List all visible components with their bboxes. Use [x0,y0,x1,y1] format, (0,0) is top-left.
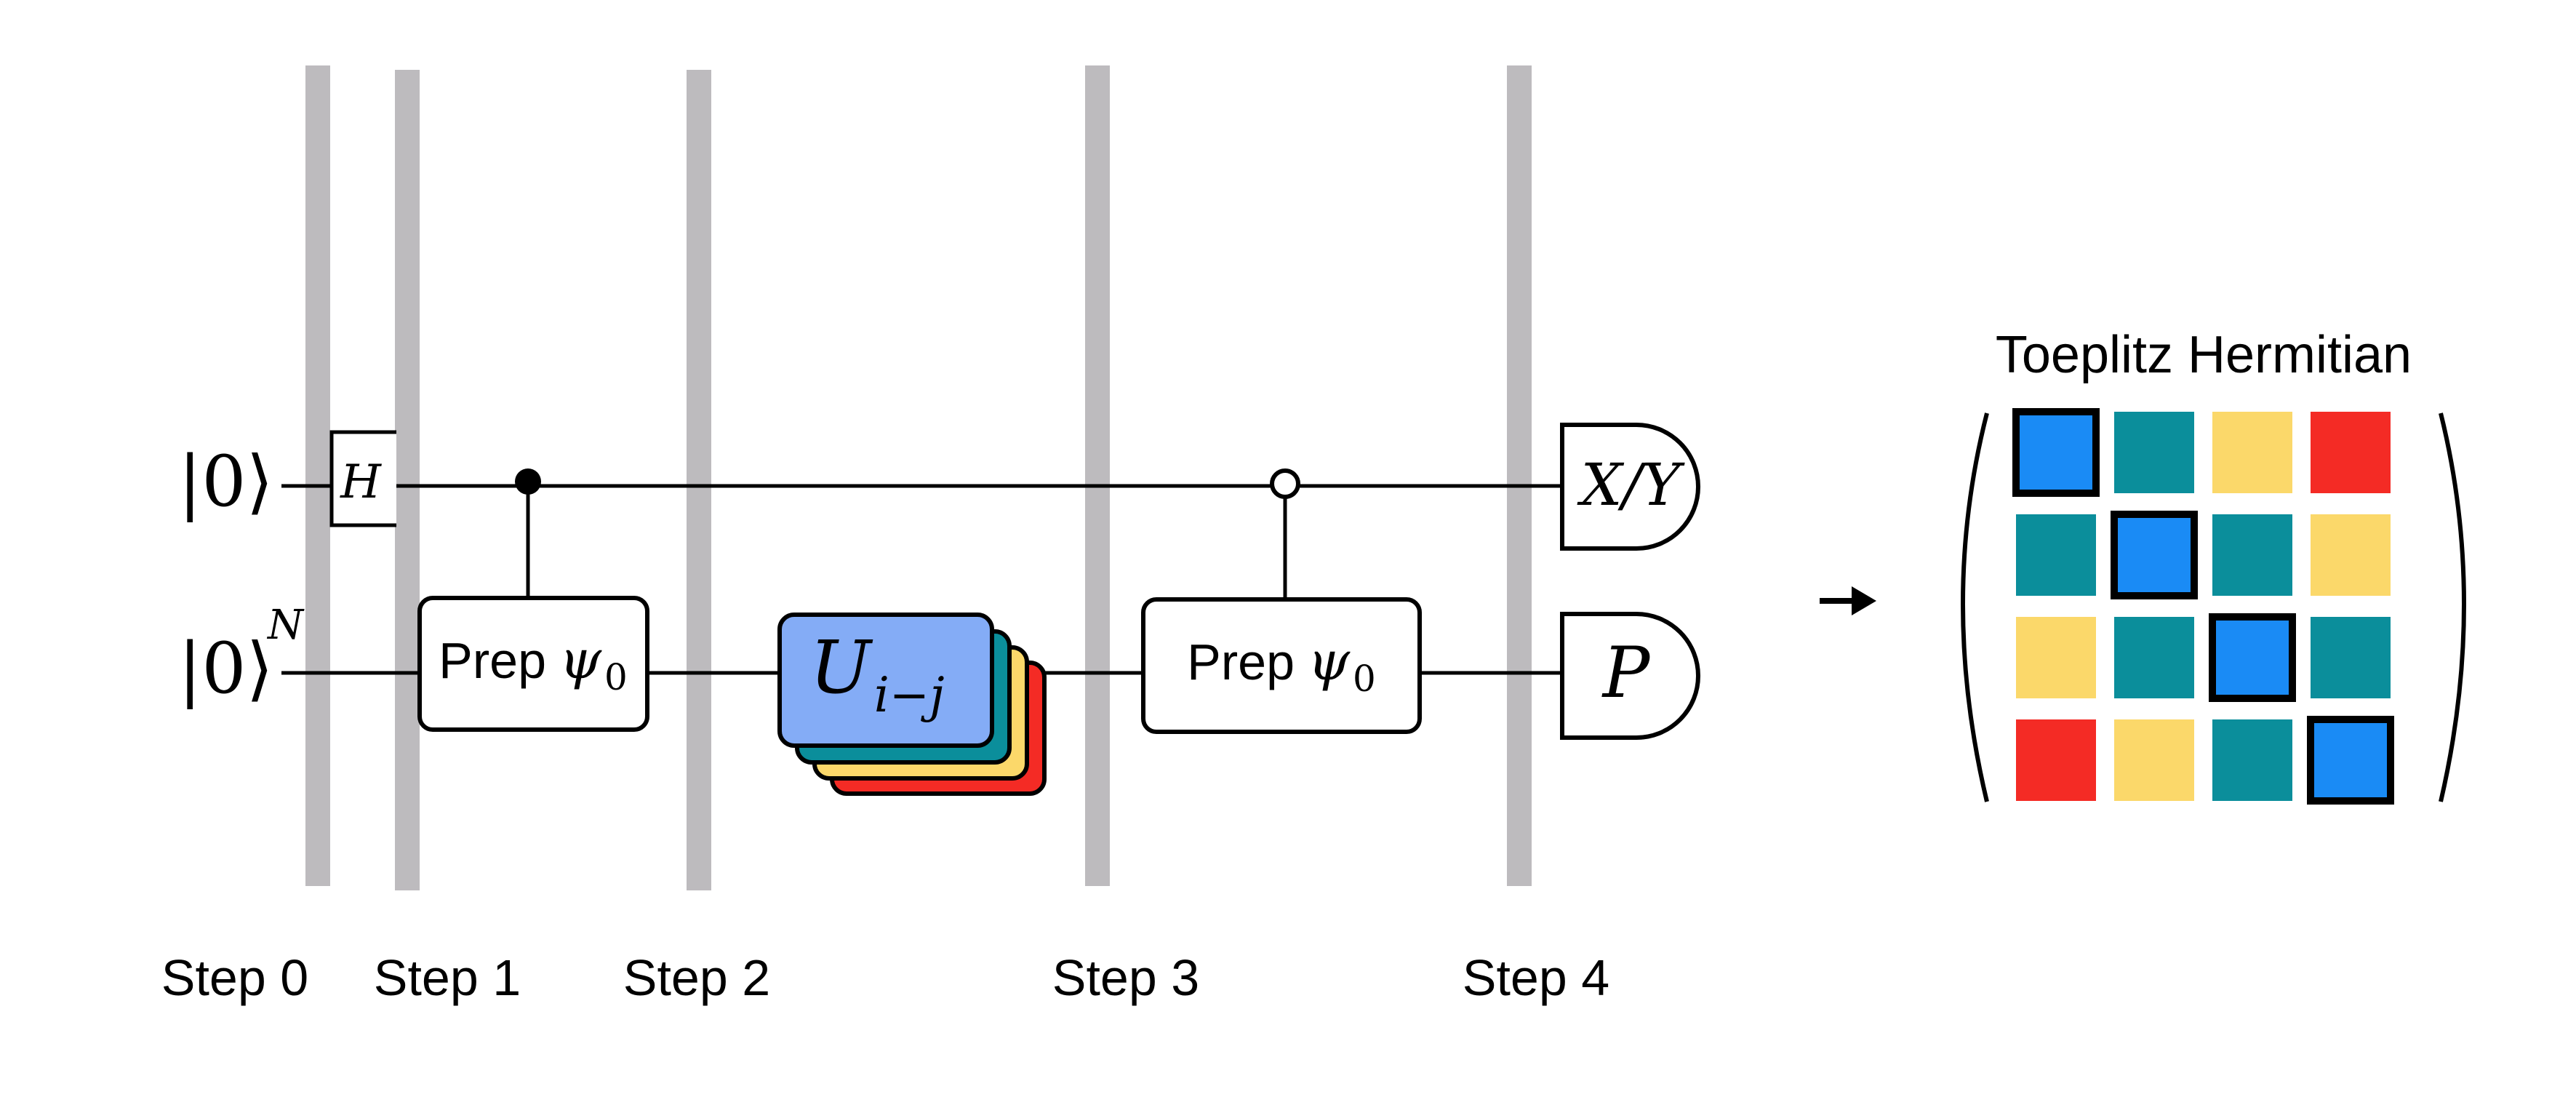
step-label-0: Step 0 [161,949,308,1006]
prep-2-subscript: 0 [1353,658,1376,700]
matrix-cell-2-0 [2016,617,2096,698]
matrix-cell-1-2 [2212,514,2292,596]
control-dot-open [1270,468,1300,499]
matrix: Toeplitz Hermitian [1961,326,2466,805]
matrix-cell-0-2 [2212,412,2292,493]
prep-1-subscript: 0 [604,656,628,698]
barriers [305,65,1532,890]
prep-2-text: Prep [1187,634,1295,690]
svg-text:Prep ψ 0: Prep ψ 0 [439,629,628,698]
matrix-cell-2-3 [2311,617,2391,698]
matrix-cell-1-0 [2016,514,2096,596]
barrier-step-4 [1507,65,1532,886]
prep-1-text: Prep [439,632,546,689]
measurement-top-label: X/Y [1577,451,1686,519]
unitary-front [777,613,994,748]
matrix-cell-0-3 [2311,412,2391,493]
matrix-right-bracket [2439,412,2466,802]
prep-gate-1: Prep ψ 0 [417,596,649,732]
ket-bottom: |0⟩ [178,628,273,709]
unitary-symbol: U [809,625,873,710]
svg-text:Prep ψ 0: Prep ψ 0 [1187,630,1376,700]
step-label-3: Step 3 [1052,949,1199,1006]
measurement-bottom-label: P [1601,632,1651,714]
input-bottom: |0⟩ N [178,602,305,709]
matrix-cell-0-0 [2012,408,2100,497]
matrix-cells [2012,408,2394,805]
arrow-icon [1820,586,1876,615]
prep-gate-2: Prep ψ 0 [1141,597,1422,734]
ket-top: |0⟩ [178,441,273,522]
step-labels: Step 0 Step 1 Step 2 Step 3 Step 4 [161,949,1609,1006]
unitary-gate: U i−j [777,613,1047,796]
matrix-cell-3-0 [2016,719,2096,801]
prep-1-symbol: ψ [559,629,602,691]
matrix-cell-1-3 [2311,514,2391,596]
step-label-2: Step 2 [623,949,770,1006]
input-top: |0⟩ [178,441,273,522]
barrier-step-2 [687,70,711,890]
measurement-top: X/Y [1560,423,1700,551]
matrix-cell-3-2 [2212,719,2292,801]
step-label-1: Step 1 [374,949,521,1006]
matrix-cell-3-1 [2114,719,2194,801]
matrix-left-bracket [1961,412,1989,802]
matrix-cell-1-1 [2111,511,2198,599]
wires [281,482,1567,675]
matrix-cell-3-3 [2307,716,2394,805]
step-label-4: Step 4 [1463,949,1609,1006]
barrier-step-3 [1085,65,1110,886]
hadamard-label: H [340,455,382,509]
barrier-step-0 [305,65,330,886]
measurement-bottom: P [1560,612,1700,740]
matrix-cell-0-1 [2114,412,2194,493]
svg-text:U i−j: U i−j [809,625,944,723]
barrier-step-1 [395,70,420,890]
matrix-cell-2-1 [2114,617,2194,698]
matrix-cell-2-2 [2209,613,2296,702]
control-dot-filled [515,468,541,495]
hadamard-gate: H [329,430,396,527]
ket-bottom-superscript: N [266,602,305,649]
matrix-title: Toeplitz Hermitian [1996,326,2412,384]
unitary-subscript: i−j [874,667,945,723]
prep-2-symbol: ψ [1308,630,1351,693]
